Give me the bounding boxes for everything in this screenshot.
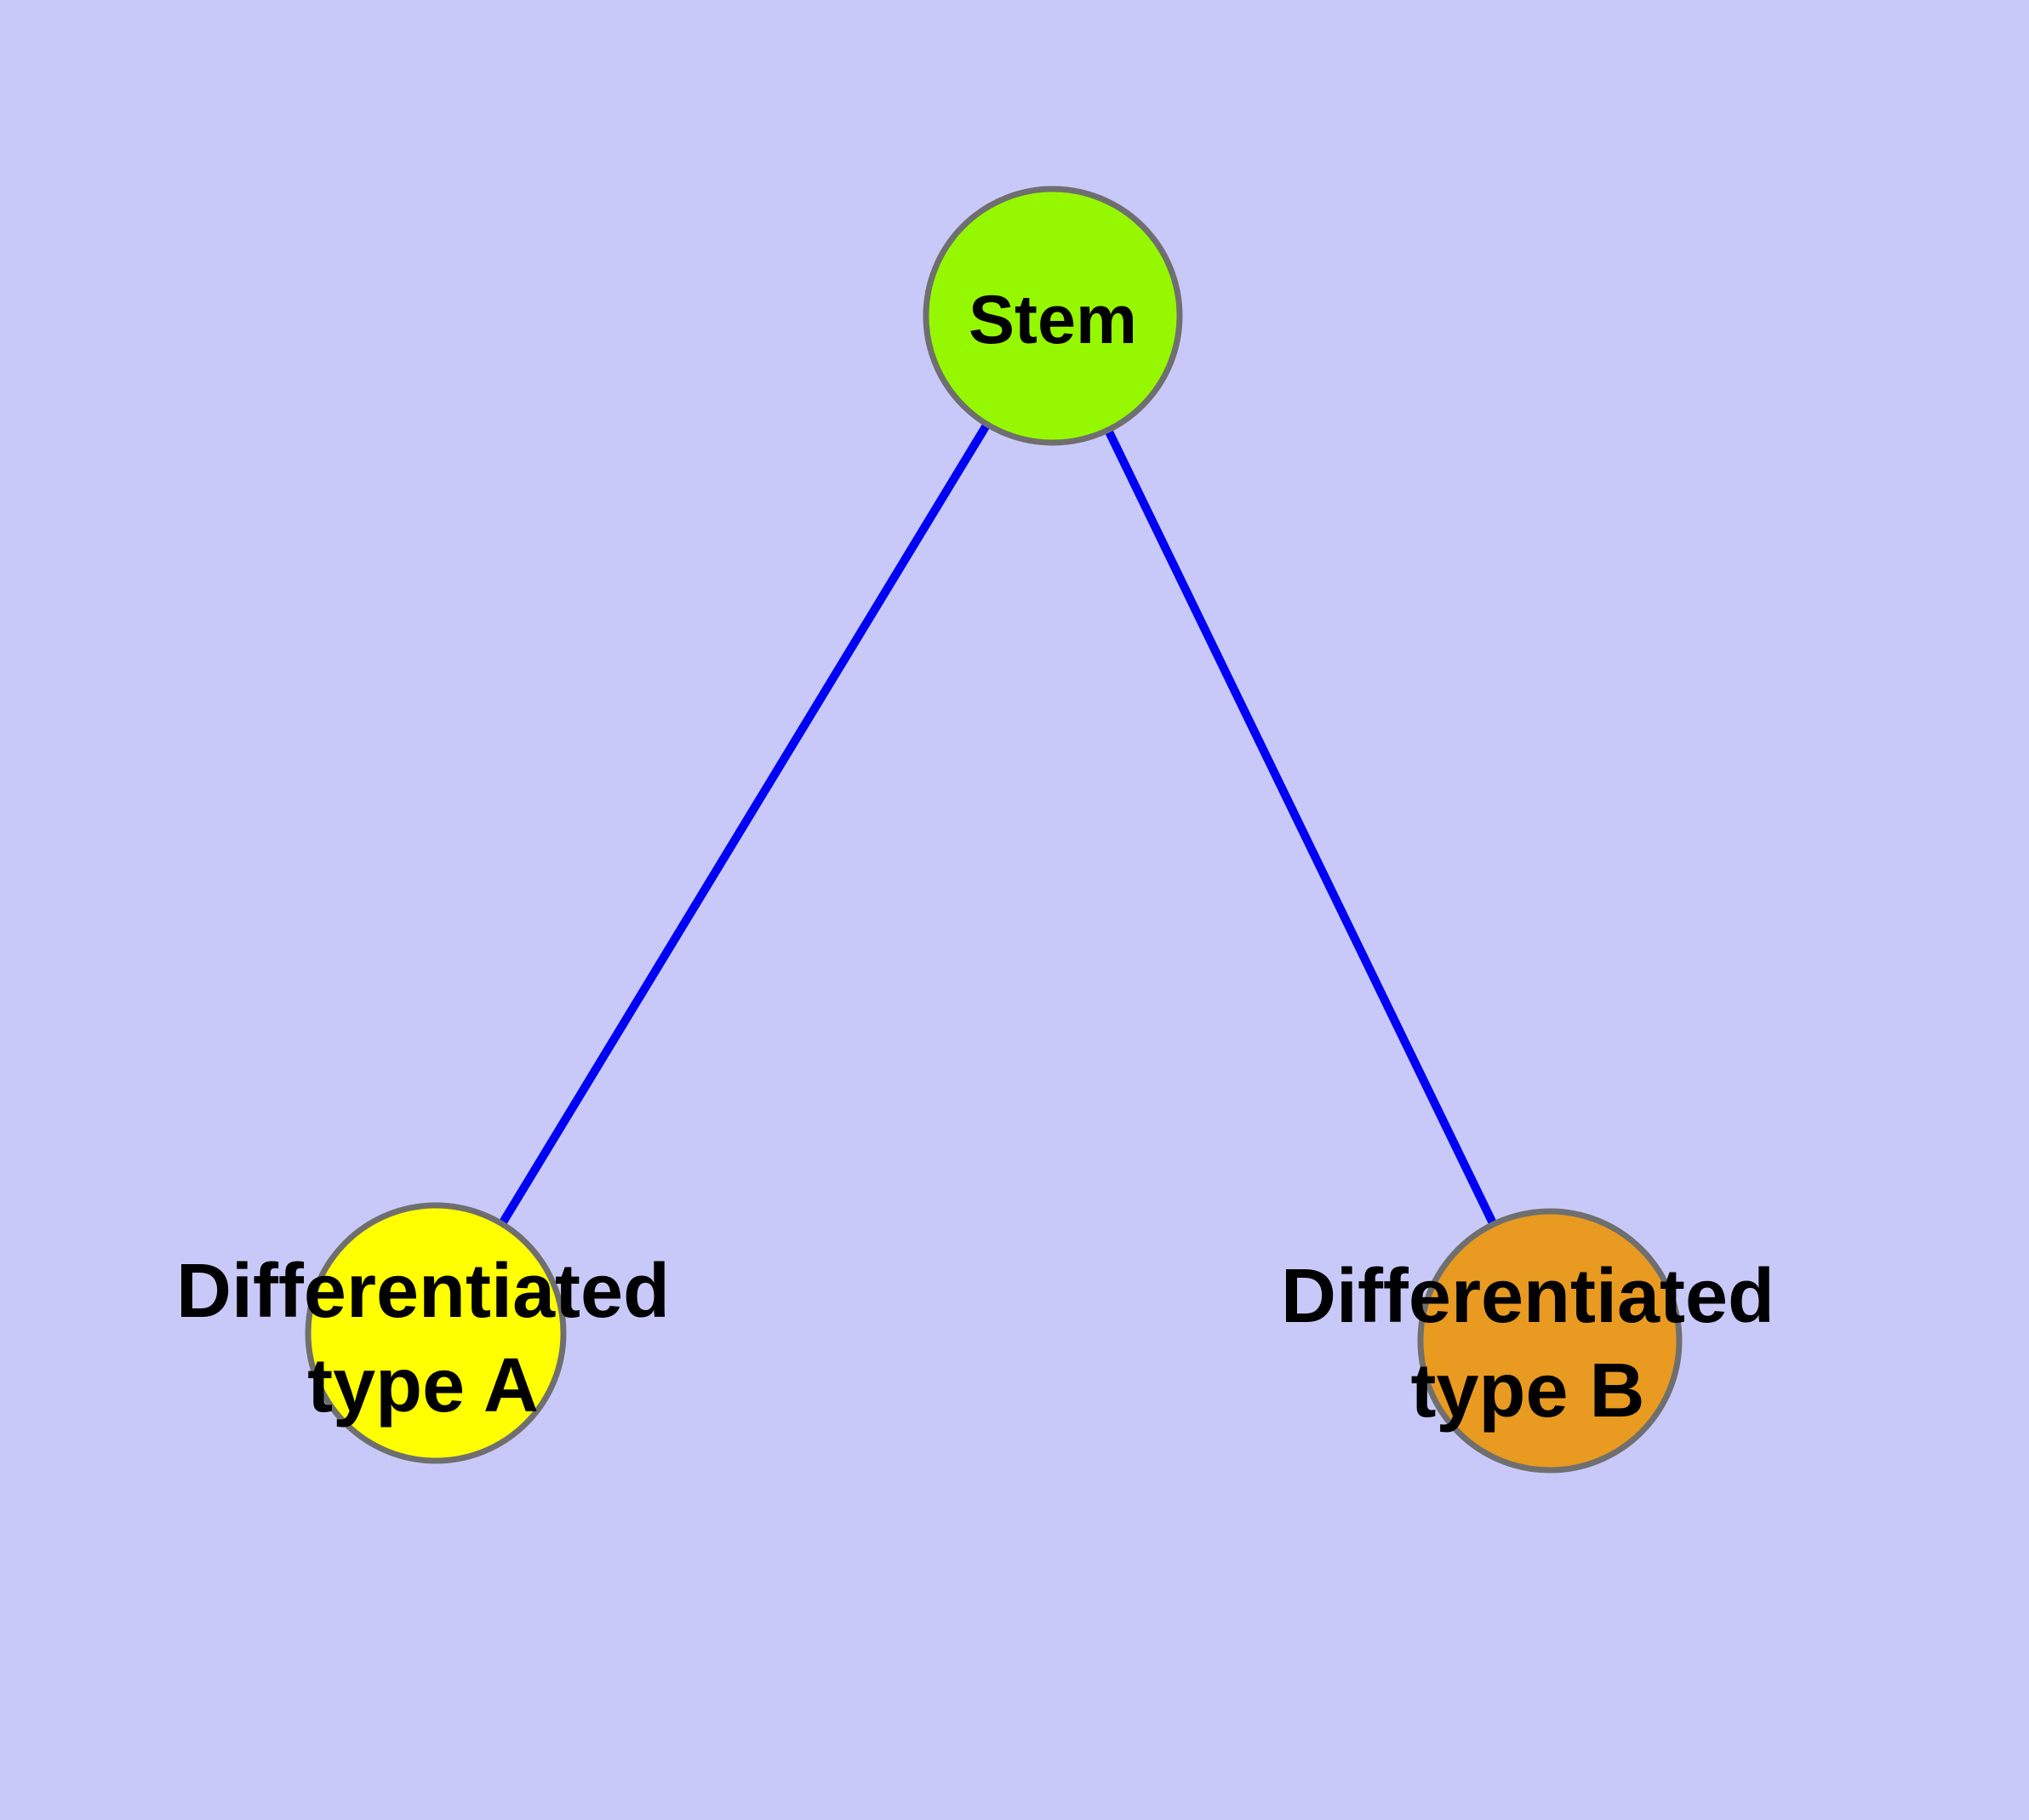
type-a-node-label-line1: Differentiated [176,1249,670,1334]
type-b-node [1417,1208,1683,1474]
type-a-node-label-line2: type A [307,1343,539,1428]
edge-stem-to-type-a [432,313,1057,1336]
type-b-node-label-line2: type B [1410,1348,1644,1434]
stem-node [923,186,1183,446]
stem-node-label: Stem [969,282,1137,358]
edge-stem-to-type-b [1049,313,1554,1343]
type-b-node-label-line1: Differentiated [1281,1254,1775,1339]
type-a-node [305,1202,567,1464]
